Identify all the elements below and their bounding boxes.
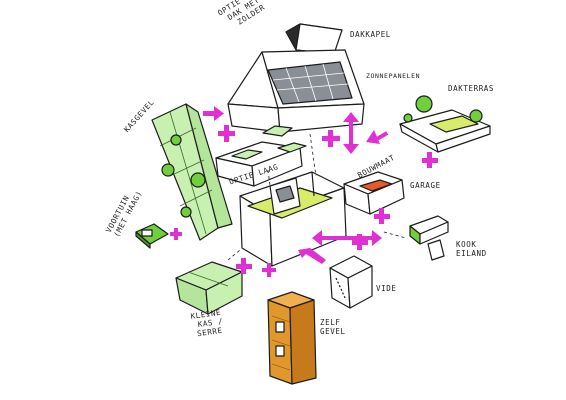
main-house-module — [239, 171, 347, 267]
dakterras-module — [399, 95, 491, 153]
arrow-icon — [298, 248, 326, 264]
label-dakterras: DAKTERRAS — [448, 84, 495, 93]
zelf-gevel-module — [267, 291, 317, 385]
plus-icon — [236, 258, 252, 274]
label-kookeiland-line2: EILAND — [456, 249, 487, 258]
garage-module — [343, 171, 405, 215]
kookeiland-module — [409, 215, 449, 261]
label-zelf-gevel: ZELF GEVEL — [320, 318, 346, 336]
plus-icon — [218, 125, 235, 142]
plus-icon — [374, 208, 390, 224]
label-dakkapel: DAKKAPEL — [350, 30, 391, 39]
label-kleine-kas: KLEINE KAS / SERRE — [190, 308, 225, 339]
roof-with-solar-module — [227, 49, 365, 137]
label-kookeiland-line1: KOOK — [456, 240, 477, 249]
plus-icon — [352, 234, 368, 250]
plus-icon — [322, 130, 340, 147]
label-garage: GARAGE — [410, 181, 441, 190]
label-kookeiland: KOOK EILAND — [456, 240, 487, 258]
double-arrow-icon — [312, 230, 382, 246]
label-vide: VIDE — [376, 284, 397, 293]
arrow-icon — [203, 106, 224, 121]
label-zelf-gevel-line2: GEVEL — [320, 327, 346, 336]
plus-icon — [422, 152, 438, 168]
dakkapel-module — [285, 23, 343, 55]
kasgevel-module — [151, 103, 233, 241]
plus-icon — [262, 263, 276, 277]
vide-module — [329, 255, 373, 309]
double-arrow-icon — [343, 112, 359, 154]
label-zonnepanelen: ZONNEPANELEN — [366, 72, 421, 80]
arrow-icon — [366, 130, 389, 144]
voortuin-module — [135, 223, 169, 249]
kleine-kas-module — [175, 261, 243, 315]
label-zelf-gevel-line1: ZELF — [320, 318, 341, 327]
optie-laag-module — [215, 141, 307, 187]
plus-icon — [170, 228, 182, 240]
